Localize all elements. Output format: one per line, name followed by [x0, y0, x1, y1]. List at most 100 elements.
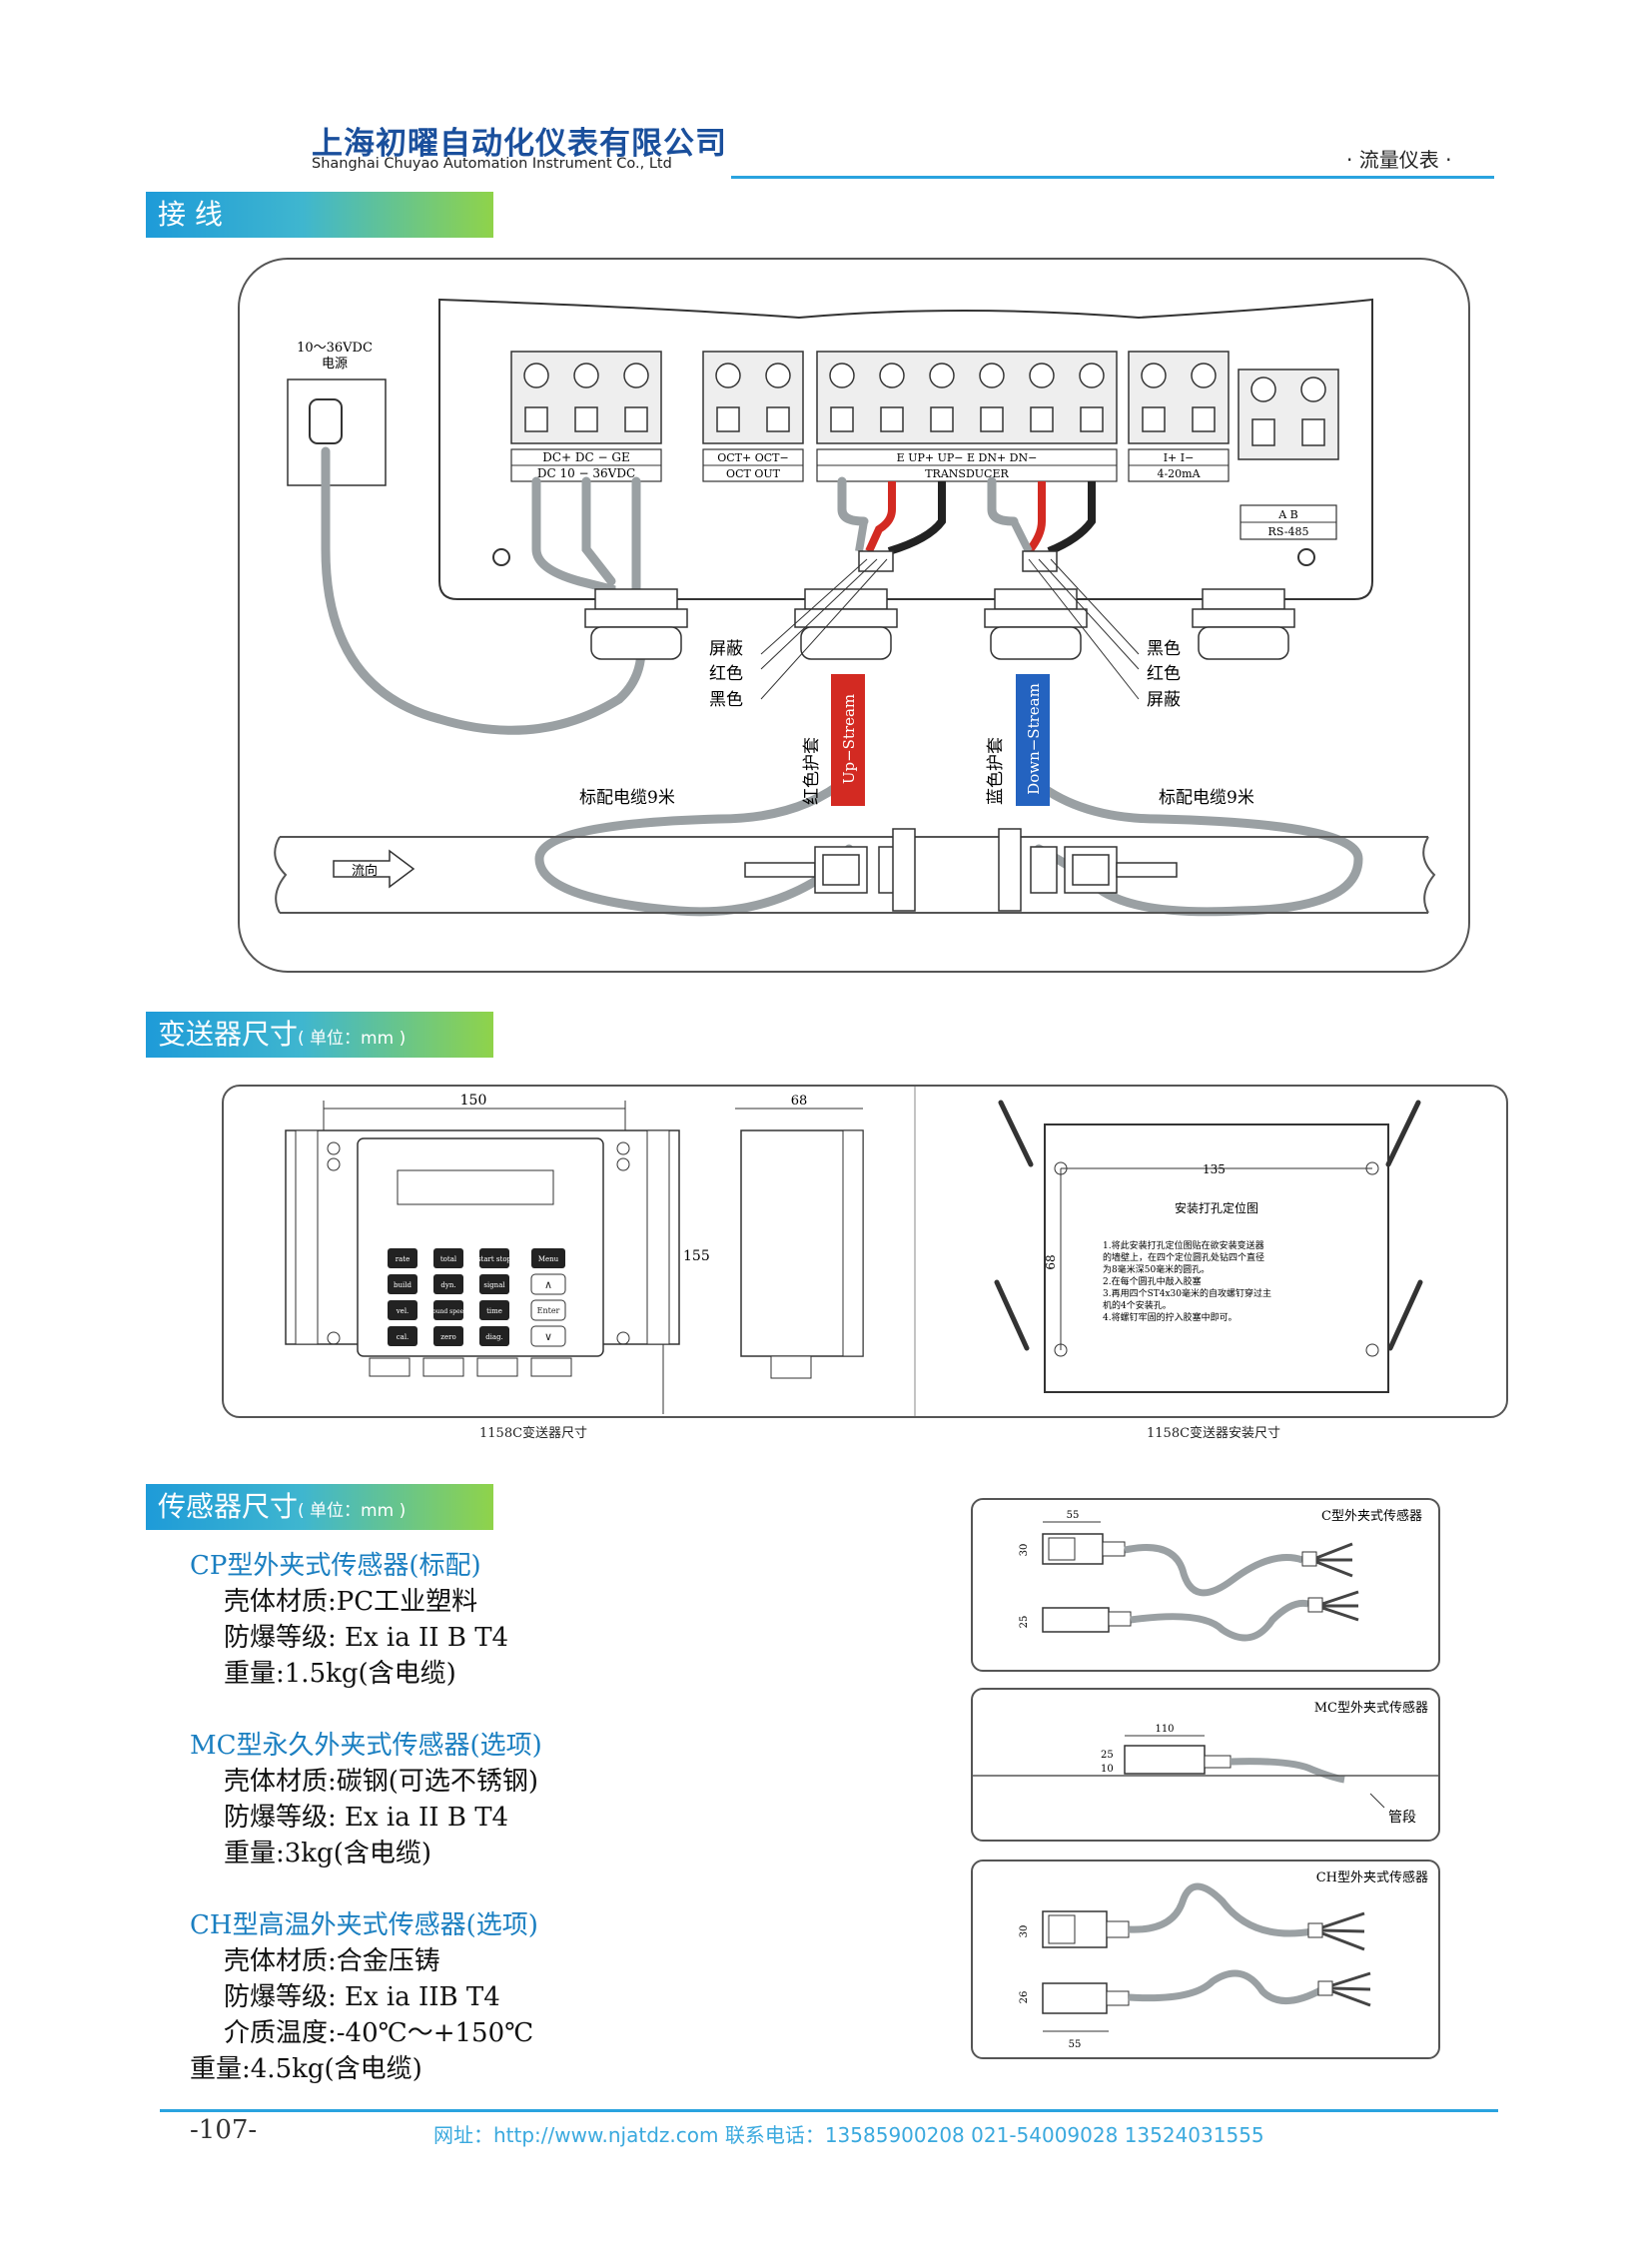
mount-line-2: 的墙壁上，在四个定位圆孔处钻四个直径 — [1103, 1251, 1264, 1263]
spec-ch-line-4: 重量:4.5kg(含电缆) — [190, 2054, 422, 2084]
right-label-shield: 屏蔽 — [1147, 690, 1181, 710]
red-sleeve-label: 红色护套 — [802, 737, 822, 805]
section-bar-wiring: 接 线 — [146, 192, 493, 238]
section-title-sensor: 传感器尺寸 — [158, 1490, 299, 1523]
ch-sensor-title: CH型外夹式传感器 — [1316, 1869, 1428, 1885]
key-zero[interactable]: zero — [440, 1333, 455, 1341]
mc-height-2-dim: 10 — [1101, 1764, 1114, 1775]
mount-line-4: 2.在每个圆孔中敲入胶塞 — [1103, 1275, 1202, 1287]
rs485-top-label: A B — [1277, 508, 1298, 521]
upstream-label: Up−Stream — [840, 694, 858, 784]
header-rule — [731, 176, 1494, 179]
transmitter-caption: 1158C变送器尺寸 — [479, 1426, 588, 1441]
side-depth-dim: 68 — [791, 1094, 808, 1109]
ch-height-2-dim: 26 — [1019, 1991, 1030, 2004]
section-title-transmitter: 变送器尺寸 — [158, 1018, 299, 1051]
footer-contact: 网址：http://www.njatdz.com 联系电话：1358590020… — [433, 2123, 1264, 2147]
key-total[interactable]: total — [440, 1255, 457, 1263]
key-start-stop[interactable]: start stop — [477, 1255, 512, 1263]
mount-line-3: 为8毫米深50毫米的圆孔。 — [1103, 1263, 1210, 1275]
key-cal[interactable]: cal. — [397, 1333, 410, 1341]
mount-height-dim: 68 — [1044, 1254, 1058, 1269]
sensor-specs: CP型外夹式传感器(标配) 壳体材质:PC工业塑料 防爆等级: Ex ia II… — [190, 1548, 542, 2087]
right-label-red: 红色 — [1147, 664, 1181, 684]
key-time[interactable]: time — [486, 1307, 502, 1315]
spec-title-mc: MC型永久外夹式传感器(选项) — [190, 1731, 542, 1761]
c-sensor-title: C型外夹式传感器 — [1321, 1508, 1422, 1524]
spec-mc-line-2: 防爆等级: Ex ia II B T4 — [224, 1803, 509, 1833]
key-enter[interactable]: Enter — [537, 1306, 560, 1315]
ch-height-1-dim: 30 — [1019, 1925, 1030, 1938]
key-sound-speed[interactable]: sound speed — [429, 1308, 467, 1315]
ch-sensor-diagram: CH型外夹式传感器 30 26 55 — [1019, 1869, 1428, 2050]
spec-mc-line-3: 重量:3kg(含电缆) — [224, 1839, 431, 1868]
flow-direction-label: 流向 — [352, 863, 378, 879]
spec-ch-line-3: 介质温度:-40℃～+150℃ — [224, 2018, 534, 2048]
mount-line-1: 1.将此安装打孔定位图贴在欲安装变送器 — [1103, 1239, 1264, 1251]
mc-width-dim: 110 — [1155, 1724, 1174, 1735]
key-diag[interactable]: diag. — [485, 1333, 503, 1341]
c-sensor-panel: C型外夹式传感器 55 30 25 — [971, 1498, 1440, 1672]
ma-top-label: I+ I− — [1164, 451, 1195, 464]
oct-top-label: OCT+ OCT− — [717, 451, 788, 464]
transmitter-drawings: 150 155 rate total start stop Menu build… — [285, 1087, 1423, 1416]
key-down[interactable]: ∨ — [544, 1330, 552, 1343]
cable-length-right: 标配电缆9米 — [1159, 788, 1254, 808]
section-bar-transmitter: 变送器尺寸( 单位：mm ) — [146, 1012, 493, 1058]
cable-length-left: 标配电缆9米 — [579, 788, 675, 808]
spec-title-cp: CP型外夹式传感器(标配) — [190, 1551, 481, 1581]
mounting-caption: 1158C变送器安装尺寸 — [1147, 1426, 1281, 1441]
ch-sensor-panel: CH型外夹式传感器 30 26 55 — [971, 1860, 1440, 2059]
ma-bottom-label: 4-20mA — [1157, 467, 1201, 480]
transmitter-panel: 150 155 rate total start stop Menu build… — [222, 1085, 1508, 1418]
ch-width-dim: 55 — [1069, 2039, 1082, 2050]
spec-mc-line-1: 壳体材质:碳钢(可选不锈钢) — [224, 1767, 539, 1797]
c-width-dim: 55 — [1067, 1510, 1080, 1521]
dc-bottom-label: DC 10 − 36VDC — [537, 466, 635, 480]
transducer-bottom-label: TRANSDUCER — [925, 467, 1009, 480]
mc-pipe-label: 管段 — [1388, 1810, 1416, 1826]
spec-cp-line-1: 壳体材质:PC工业塑料 — [224, 1587, 478, 1617]
front-width-dim: 150 — [460, 1093, 487, 1109]
left-label-red: 红色 — [709, 664, 743, 684]
power-label-1: 10～36VDC — [297, 341, 373, 356]
key-dyn[interactable]: dyn. — [440, 1281, 455, 1289]
section-bar-sensor: 传感器尺寸( 单位：mm ) — [146, 1484, 493, 1530]
dc-top-label: DC+ DC − GE — [542, 450, 630, 464]
spec-cp-line-3: 重量:1.5kg(含电缆) — [224, 1659, 456, 1689]
oct-bottom-label: OCT OUT — [726, 467, 781, 480]
power-label-2: 电源 — [322, 357, 348, 372]
c-height-1-dim: 30 — [1019, 1544, 1030, 1557]
spec-cp-line-2: 防爆等级: Ex ia II B T4 — [224, 1623, 509, 1653]
key-build[interactable]: build — [394, 1281, 412, 1289]
key-signal[interactable]: signal — [483, 1281, 505, 1289]
wiring-diagram: DC+ DC − GE DC 10 − 36VDC OCT+ OCT− OCT … — [274, 298, 1436, 917]
mount-line-6: 机的4个安装孔。 — [1103, 1299, 1172, 1311]
blue-sleeve-label: 蓝色护套 — [986, 737, 1006, 805]
mount-line-7: 4.将螺钉牢固的拧入胶塞中即可。 — [1103, 1311, 1238, 1323]
key-rate[interactable]: rate — [396, 1255, 410, 1263]
rs485-bottom-label: RS-485 — [1268, 525, 1309, 538]
key-up[interactable]: ∧ — [544, 1278, 552, 1291]
company-name-cn: 上海初曜自动化仪表有限公司 — [312, 126, 727, 162]
section-title-wiring: 接 线 — [158, 198, 223, 231]
section-unit-sensor: ( 单位：mm ) — [298, 1501, 407, 1521]
left-label-black: 黑色 — [709, 690, 743, 710]
key-menu[interactable]: Menu — [538, 1255, 559, 1263]
c-height-2-dim: 25 — [1019, 1616, 1030, 1629]
category-tag: · 流量仪表 · — [1346, 148, 1452, 172]
mc-height-1-dim: 25 — [1101, 1750, 1114, 1761]
page-number: -107- — [190, 2115, 258, 2145]
spec-ch-line-2: 防爆等级: Ex ia IIB T4 — [224, 1982, 500, 2012]
spec-ch-line-1: 壳体材质:合金压铸 — [224, 1946, 440, 1976]
mc-sensor-title: MC型外夹式传感器 — [1314, 1700, 1428, 1716]
mount-width-dim: 135 — [1203, 1162, 1226, 1176]
right-label-black: 黑色 — [1147, 639, 1181, 659]
wiring-panel: DC+ DC − GE DC 10 − 36VDC OCT+ OCT− OCT … — [238, 258, 1470, 973]
spec-title-ch: CH型高温外夹式传感器(选项) — [190, 1910, 538, 1940]
footer-rule — [160, 2109, 1498, 2112]
mount-line-5: 3.再用四个ST4x30毫米的自攻螺钉穿过主 — [1103, 1287, 1271, 1299]
left-label-shield: 屏蔽 — [709, 639, 743, 659]
front-height-dim: 155 — [683, 1248, 710, 1264]
key-vel[interactable]: vel. — [396, 1307, 410, 1315]
